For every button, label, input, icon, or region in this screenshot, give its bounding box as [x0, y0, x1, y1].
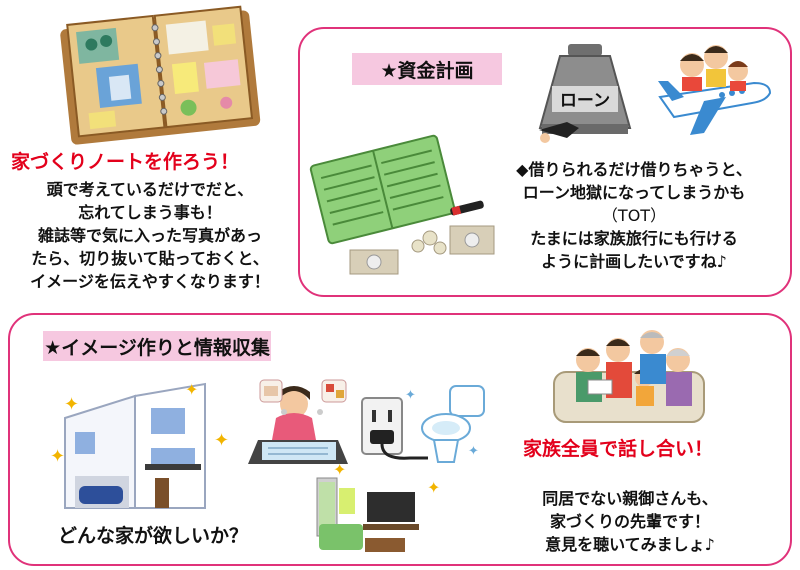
- sparkle-icon: ✦: [427, 478, 441, 497]
- notebook-line: 頭で考えているだけでだと、: [46, 180, 254, 199]
- notebook-illustration: [60, 5, 261, 145]
- sparkle-icon: ✦: [468, 444, 479, 459]
- family-line: 意見を聴いてみましょ♪: [545, 535, 715, 554]
- bankbook-coins-illustration: [309, 134, 495, 275]
- sparkle-icon: ✦: [405, 388, 416, 403]
- notebook-line: 忘れてしまう事も！: [78, 203, 222, 222]
- family-line: 同居でない親御さんも、: [542, 489, 718, 508]
- family-sofa-illustration: [553, 330, 705, 423]
- notebook-title: 家づくりノートを作ろう！: [11, 151, 240, 173]
- sparkle-icon: ✦: [185, 380, 199, 399]
- funding-line: ローン地獄になってしまうかも: [522, 183, 746, 202]
- funding-description: ◆借りられるだけ借りちゃうと、 ローン地獄になってしまうかも （TOT） たまに…: [498, 158, 770, 273]
- funding-line: ◆借りられるだけ借りちゃうと、: [516, 160, 752, 179]
- funding-line: （TOT）: [601, 206, 667, 225]
- family-description: 同居でない親御さんも、 家づくりの先輩です！ 意見を聴いてみましょ♪: [505, 487, 755, 556]
- power-outlet-illustration: [361, 397, 428, 460]
- family-line: 家づくりの先輩です！: [549, 512, 710, 531]
- living-room-illustration: [316, 477, 419, 552]
- loan-weight-icon: ローン: [538, 44, 632, 134]
- sparkle-icon: ✦: [50, 446, 66, 467]
- house-illustration: [64, 382, 206, 509]
- notebook-line: 雑誌等で気に入った写真があっ: [37, 226, 262, 245]
- loan-weight-label: ローン: [560, 91, 610, 110]
- notebook-line: たら、切り抜いて貼っておくと、: [31, 249, 269, 268]
- woman-tablet-illustration: [248, 386, 348, 464]
- family-title: 家族全員で話し合い！: [523, 438, 714, 460]
- funding-line: たまには家族旅行にも行ける: [530, 229, 738, 248]
- image-info-heading: ★イメージ作りと情報収集: [43, 331, 271, 361]
- sparkle-icon: ✦: [333, 460, 347, 479]
- funding-heading: ★資金計画: [352, 53, 502, 85]
- family-airplane-illustration: [658, 45, 772, 135]
- funding-line: ように計画したいですね♪: [541, 252, 727, 271]
- notebook-line: イメージを伝えやすくなります！: [30, 272, 270, 291]
- thought-bubble-icons: [259, 379, 347, 415]
- toilet-illustration: [421, 385, 485, 463]
- notebook-description: 頭で考えているだけでだと、 忘れてしまう事も！ 雑誌等で気に入った写真があっ た…: [0, 178, 300, 293]
- house-caption: どんな家が欲しいか？: [57, 525, 248, 547]
- crushed-person-icon: [539, 122, 579, 143]
- sparkle-icon: ✦: [64, 394, 80, 415]
- sparkle-icon: ✦: [214, 430, 230, 451]
